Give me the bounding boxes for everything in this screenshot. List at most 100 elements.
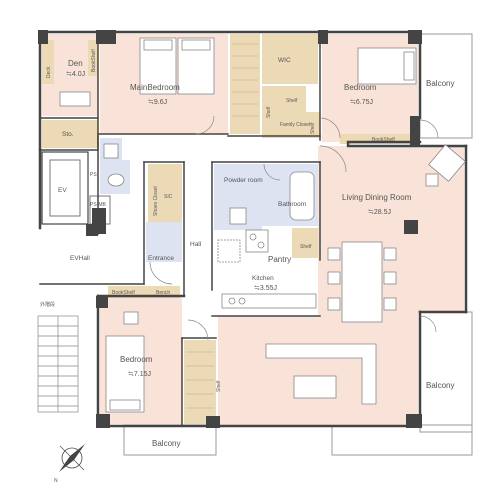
wic-label: WIC	[278, 57, 291, 64]
stove-burner-2	[257, 241, 265, 249]
walls	[38, 30, 468, 428]
main-bedroom-label: MainBedroom	[130, 83, 180, 92]
family-closet-label: Family Closet	[280, 122, 311, 128]
chair-2	[327, 271, 341, 285]
shoes-closet-label: Shoes Closet	[153, 186, 159, 216]
sic-label: SIC	[164, 194, 173, 200]
compass: N	[54, 444, 85, 484]
door-living	[319, 145, 347, 173]
armchair	[428, 144, 466, 182]
shoes-closet-fill	[148, 164, 162, 222]
den-desk	[59, 91, 91, 107]
bedroom-sw-label: Bedroom	[120, 355, 153, 364]
chair-6	[383, 297, 397, 311]
ev-label: EV	[58, 187, 67, 194]
kitchen-counter	[221, 293, 317, 309]
door-main-bedroom	[195, 115, 215, 135]
sofa	[265, 343, 377, 405]
sink-powder	[229, 207, 247, 225]
door-bedroom-sw	[187, 319, 209, 341]
wic-fill	[262, 34, 318, 84]
kitchen-island	[245, 229, 269, 253]
balcony-s-right-outline	[331, 424, 473, 456]
bed-sw	[105, 335, 145, 413]
kitchen-label: Kitchen	[252, 275, 274, 282]
door-balcony-ne	[419, 119, 439, 139]
ev-shaft	[41, 151, 89, 225]
labels: Den ≒4.0J Deck BookShelf MainBedroom ≒9.…	[40, 49, 454, 448]
deck-label: Deck	[46, 66, 52, 78]
compass-north-label: N	[54, 478, 58, 484]
columns	[38, 30, 422, 428]
hall-label: Hall	[190, 241, 202, 248]
sic-fill	[162, 164, 182, 222]
stove-burner-1	[249, 233, 257, 241]
cooktop-2	[238, 297, 246, 305]
balcony-ne-label: Balcony	[426, 79, 454, 88]
shelf-pantry-fill	[292, 228, 318, 258]
shelf-wic-label: Shelf	[286, 98, 298, 104]
bathtub	[289, 171, 315, 221]
column-sw2	[96, 296, 108, 308]
bookshelf-ne-label: BookShelf	[372, 137, 395, 143]
chair-5	[383, 271, 397, 285]
wall-east-step	[346, 140, 468, 148]
compass-needle-icon	[59, 456, 74, 472]
pillow-2	[181, 39, 211, 51]
shelf-pantry-label: Shelf	[300, 244, 312, 250]
chair-1	[327, 247, 341, 261]
balcony-se-outline	[419, 311, 473, 433]
pantry-label: Pantry	[268, 255, 291, 264]
compass-needle-tail-icon	[70, 444, 85, 460]
bedroom-ne-area: ≒6.75J	[350, 99, 373, 106]
entrance-fill	[146, 222, 182, 262]
deck-fill	[42, 40, 54, 84]
bathroom-label: Bathroom	[278, 201, 306, 208]
column-nw	[38, 30, 48, 44]
toilet	[107, 173, 125, 187]
ps-mb-label: PS-MB	[90, 202, 107, 208]
pillow-ne	[403, 51, 415, 81]
living-label: Living Dining Room	[342, 193, 412, 202]
bookshelf-ne-fill	[340, 134, 418, 144]
sto-label: Sto.	[62, 131, 74, 138]
column-e1	[410, 116, 420, 146]
bookshelf-den-label: BookShelf	[91, 49, 97, 72]
column-n2	[318, 30, 328, 44]
closet-strip-1	[230, 34, 260, 134]
family-closet-fill	[262, 86, 306, 138]
pillow-1	[143, 39, 173, 51]
ev-car	[49, 159, 81, 217]
washer	[217, 239, 241, 263]
bookshelf-sw-label: BookShelf	[112, 290, 135, 296]
evhall-label: EVHall	[70, 255, 90, 262]
kitchen-area: ≒3.55J	[254, 285, 277, 292]
pillow-sw	[109, 399, 141, 411]
chair-4	[383, 247, 397, 261]
nightstand-sw	[123, 311, 139, 325]
column-ne	[408, 30, 422, 44]
furniture	[59, 37, 466, 413]
coffee-table	[293, 375, 337, 399]
shelf-slats	[186, 43, 258, 409]
powder-room-label: Powder room	[224, 177, 263, 184]
column-center	[404, 220, 418, 234]
column-se	[406, 414, 422, 428]
door-entrance	[149, 261, 173, 285]
balcony-s-label: Balcony	[152, 439, 180, 448]
den-area: ≒4.0J	[66, 71, 85, 78]
bench-label: Bench	[156, 290, 170, 296]
shelf-fc2-fill	[306, 112, 320, 138]
main-bedroom-area: ≒9.6J	[148, 99, 167, 106]
doors	[149, 115, 439, 341]
ps-label: PS	[90, 172, 97, 178]
column-sw	[96, 414, 110, 428]
shelf-fc-label: Shelf	[266, 106, 272, 118]
dining-table	[341, 241, 383, 323]
bedroom-sw-area: ≒7.15J	[128, 371, 151, 378]
toilet-tank	[103, 143, 119, 159]
bedroom-ne-label: Bedroom	[344, 83, 377, 92]
wall-sto	[39, 117, 99, 151]
stairs-label: 外階段	[40, 301, 55, 308]
